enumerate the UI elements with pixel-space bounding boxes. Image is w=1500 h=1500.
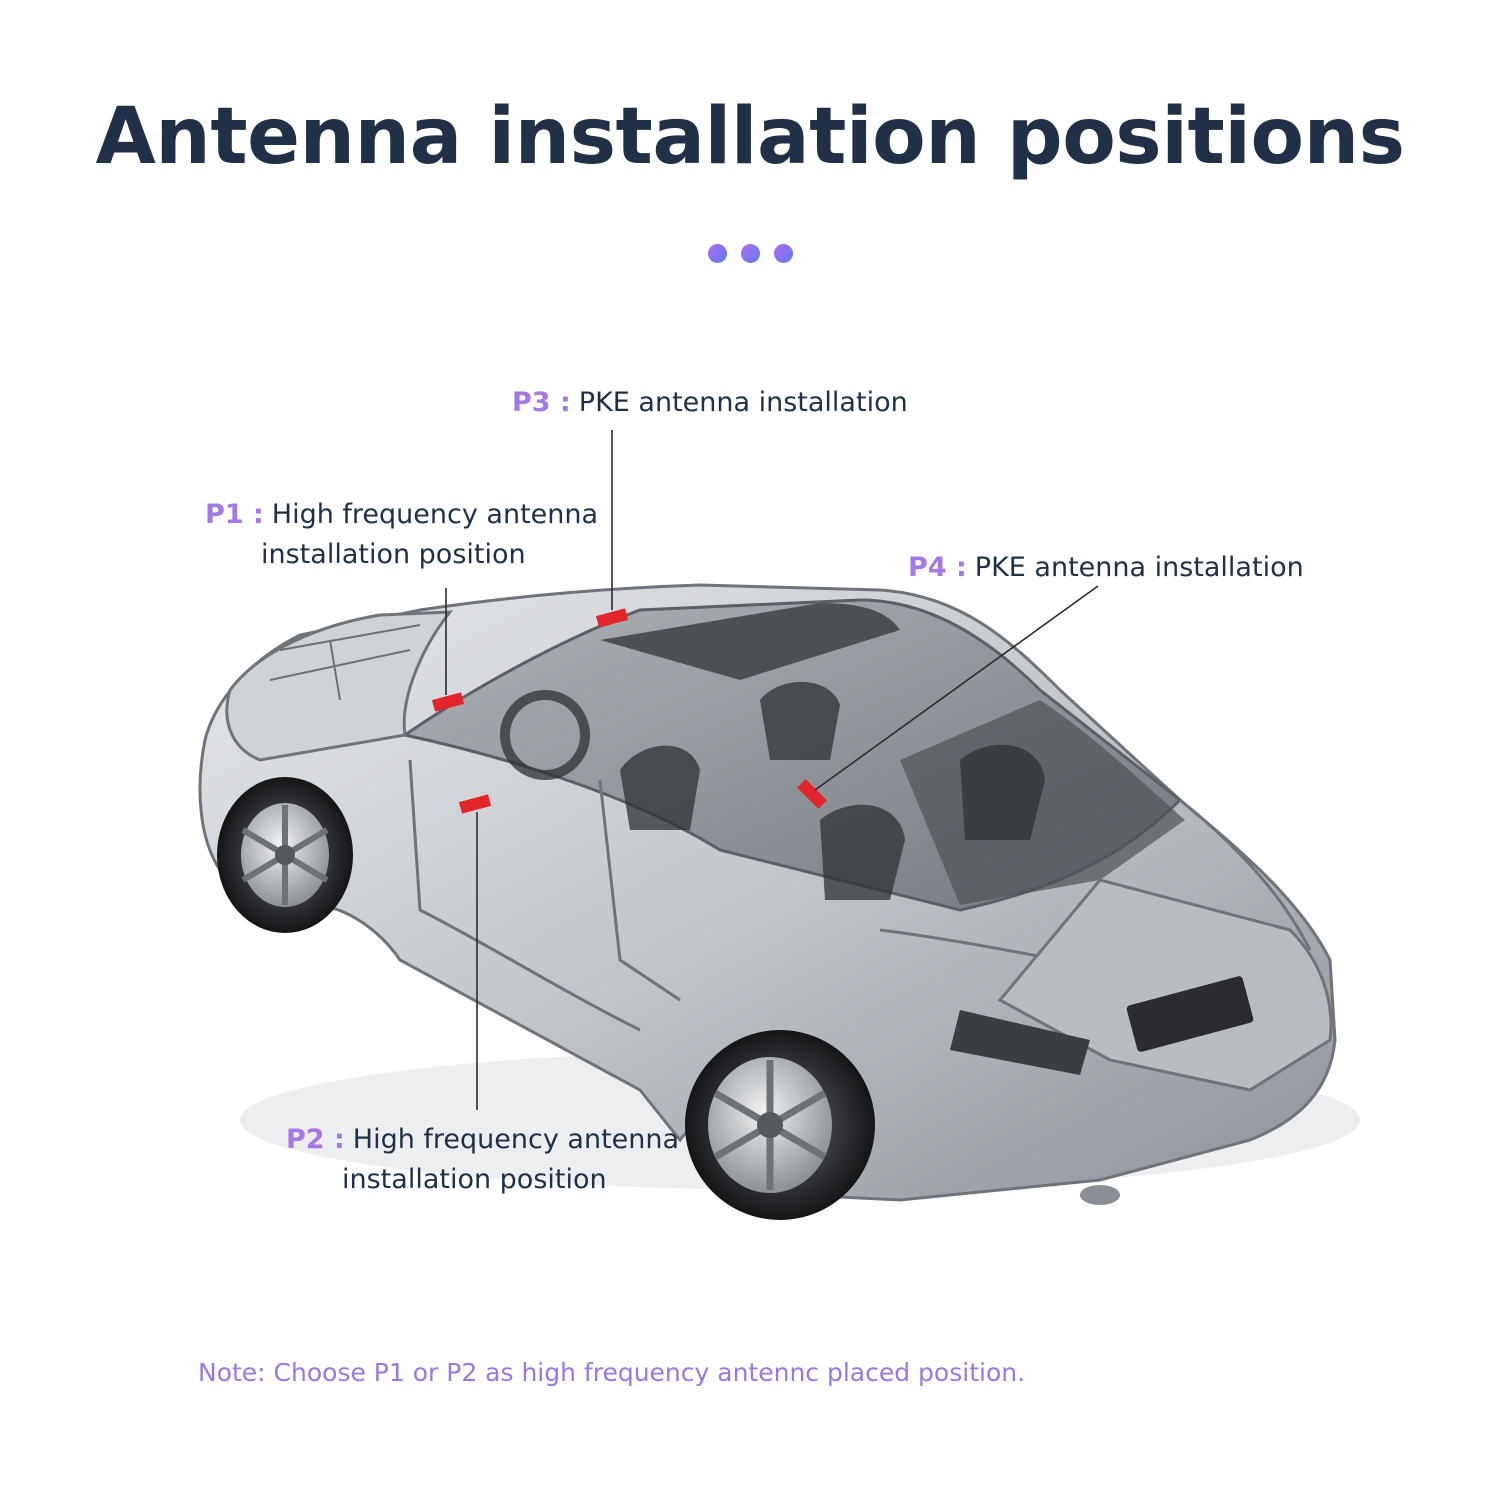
p4-code: P4 :: [908, 552, 967, 583]
p1-text-line1: High frequency antenna: [271, 499, 599, 530]
dot-icon: [740, 244, 760, 263]
p3-text: PKE antenna installation: [578, 387, 908, 418]
p2-marker: [458, 794, 492, 814]
p4-marker: [797, 779, 827, 809]
exhaust-pipe: [1080, 1185, 1120, 1205]
p1-label: P1 :High frequency antenna installation …: [205, 495, 598, 575]
tail-light: [950, 1010, 1090, 1075]
car-sunroof: [600, 603, 900, 680]
p2-text-line1: High frequency antenna: [352, 1124, 680, 1155]
rear-wheel: [685, 1030, 875, 1220]
footnote: Note: Choose P1 or P2 as high frequency …: [198, 1358, 1026, 1387]
page-title: Antenna installation positions: [95, 92, 1405, 182]
license-plate: [1126, 976, 1254, 1052]
car-trunk: [997, 878, 1333, 1092]
dot-icon: [773, 244, 793, 263]
car-rear-window: [900, 700, 1185, 905]
p3-code: P3 :: [512, 387, 571, 418]
p2-label: P2 :High frequency antenna installation …: [286, 1120, 679, 1200]
dot-icon: [707, 244, 727, 263]
front-wheel: [217, 777, 353, 933]
car-interior: [500, 681, 1045, 900]
p3-label: P3 :PKE antenna installation: [512, 383, 908, 423]
p1-code: P1 :: [205, 499, 264, 530]
leader-lines: [445, 430, 1099, 1110]
p2-code: P2 :: [286, 1124, 345, 1155]
engine-detail: [269, 624, 421, 701]
p1-text-line2: installation position: [261, 539, 526, 570]
p4-leader-line: [814, 585, 1099, 791]
p3-marker: [595, 608, 629, 628]
p2-text-line2: installation position: [342, 1164, 607, 1195]
p4-label: P4 :PKE antenna installation: [908, 548, 1304, 588]
decorative-dots: [0, 244, 1500, 263]
p1-marker: [431, 692, 465, 712]
p4-text: PKE antenna installation: [974, 552, 1304, 583]
